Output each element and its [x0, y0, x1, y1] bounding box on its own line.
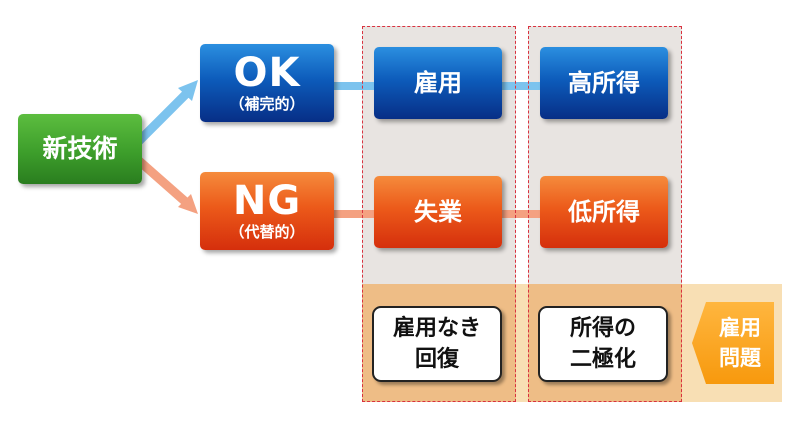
ng-node: NG （代替的）	[200, 172, 334, 250]
income-polarization-line1: 所得の	[569, 316, 636, 341]
arrow-down-head	[178, 194, 198, 214]
ok-label: OK	[233, 50, 301, 96]
arrow-up-line	[134, 88, 192, 146]
low-income-label: 低所得	[568, 198, 640, 226]
top-connector-1	[334, 82, 380, 90]
employment-label: 雇用	[414, 69, 462, 97]
income-polarization-line2: 二極化	[569, 347, 636, 372]
problem-tag-line1: 雇用	[719, 316, 761, 340]
unemployment-node: 失業	[374, 176, 502, 248]
problem-tag-shape	[692, 302, 774, 384]
high-income-node: 高所得	[540, 47, 668, 119]
ok-sublabel: （補完的）	[229, 95, 305, 113]
high-income-label: 高所得	[568, 69, 640, 97]
unemployment-label: 失業	[414, 198, 462, 226]
employment-node: 雇用	[374, 47, 502, 119]
low-income-node: 低所得	[540, 176, 668, 248]
arrow-down-line	[135, 156, 191, 208]
jobless-recovery-box: 雇用なき 回復	[372, 306, 502, 382]
jobless-recovery-line1: 雇用なき	[392, 316, 481, 341]
ok-node: OK （補完的）	[200, 44, 334, 122]
jobless-recovery-line2: 回復	[414, 347, 459, 372]
problem-tag: 雇用 問題	[706, 308, 774, 378]
column-outline-2	[528, 26, 682, 402]
ng-label: NG	[232, 178, 302, 224]
ng-sublabel: （代替的）	[229, 223, 305, 241]
root-node: 新技術	[18, 114, 142, 184]
column-outline-1	[362, 26, 516, 402]
top-connector-2	[500, 82, 546, 90]
problem-tag-line2: 問題	[719, 346, 761, 370]
arrow-up-head	[178, 80, 198, 101]
bottom-connector-1	[334, 210, 380, 218]
income-polarization-box: 所得の 二極化	[538, 306, 668, 382]
root-label: 新技術	[42, 134, 118, 163]
bottom-connector-2	[500, 210, 546, 218]
